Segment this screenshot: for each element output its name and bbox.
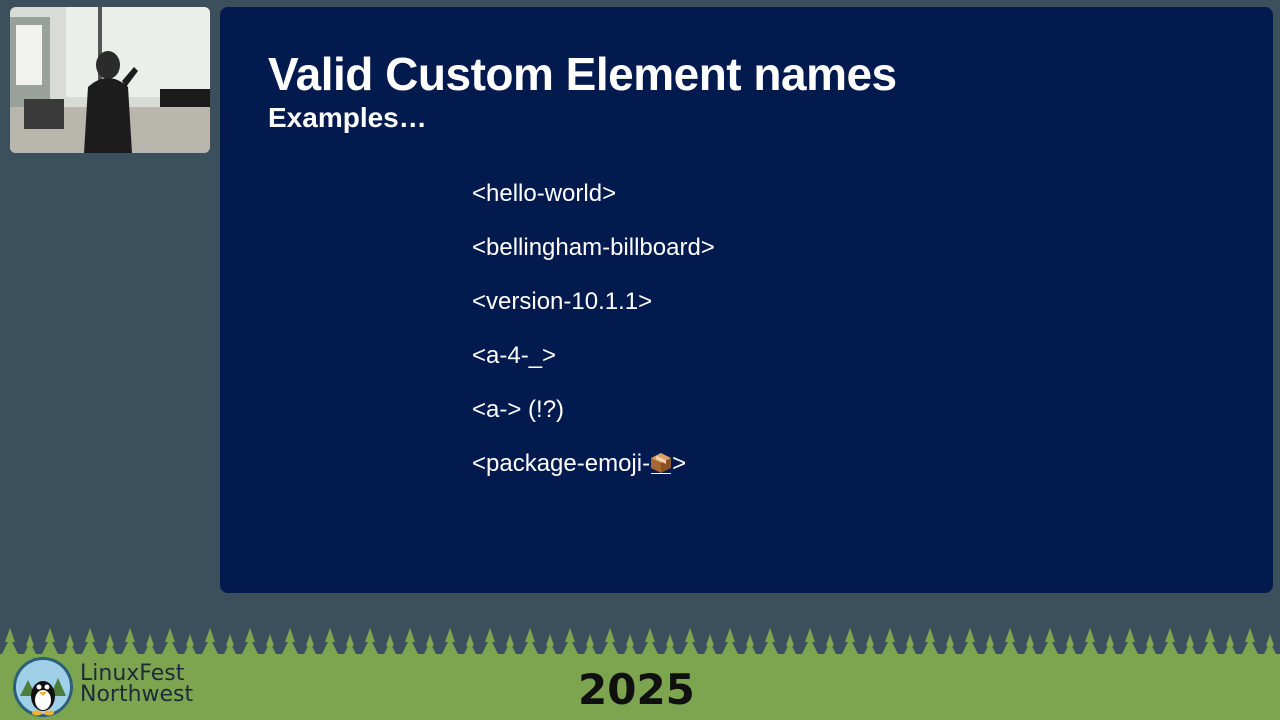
event-year: 2025	[578, 665, 695, 714]
example-item: <a-4-_>	[472, 342, 557, 369]
example-item: <a-> (!?)	[472, 396, 565, 423]
example-item: <bellingham-billboard>	[472, 234, 715, 261]
slide-subtitle: Examples…	[268, 102, 427, 133]
example-item: <version-10.1.1>	[472, 288, 653, 315]
examples-list: <hello-world> <bellingham-billboard> <ve…	[472, 179, 715, 503]
speaker-video-feed	[10, 7, 210, 153]
logo-text-linuxfest: LinuxFest	[80, 661, 185, 686]
package-emoji-icon	[651, 453, 672, 474]
logo-text-northwest: Northwest	[80, 682, 194, 707]
example-item: <hello-world>	[472, 180, 617, 207]
forest-footer	[0, 624, 1280, 720]
presentation-slide: Valid Custom Element names Examples… <he…	[220, 7, 1273, 593]
slide-title: Valid Custom Element names	[268, 48, 897, 100]
example-item: <package-emoji- >	[472, 450, 687, 477]
linuxfest-logo-icon	[13, 657, 73, 717]
